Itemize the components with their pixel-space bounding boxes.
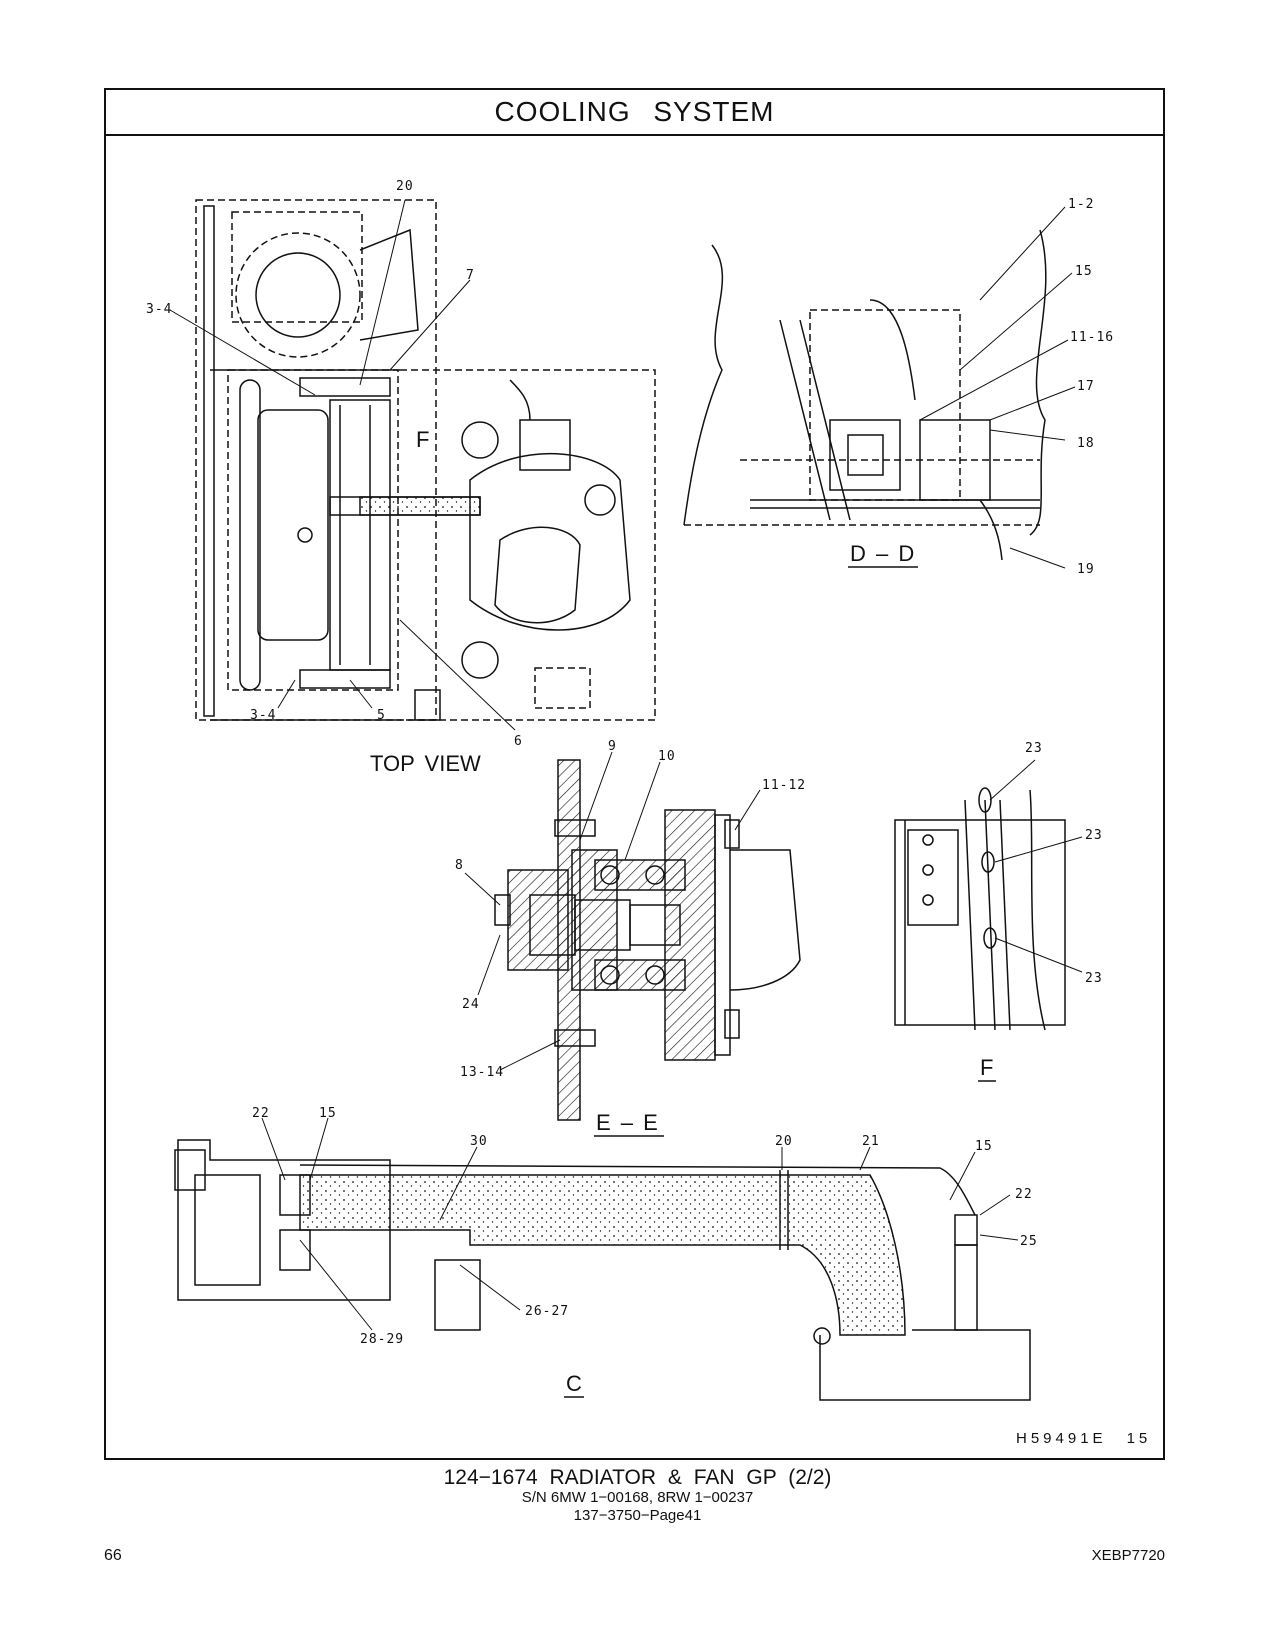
- footer-title: 124−1674 RADIATOR & FAN GP (2/2): [443, 1466, 832, 1489]
- callout-13-14: 13-14: [460, 1065, 504, 1080]
- callout-19: 19: [1077, 562, 1095, 577]
- callout-17: 17: [1077, 379, 1095, 394]
- callout-8: 8: [455, 858, 464, 873]
- callout-9: 9: [608, 739, 617, 754]
- f-view-drawing: [894, 787, 1066, 1031]
- callout-26-27: 26-27: [525, 1304, 569, 1319]
- view-title-f: F: [980, 1055, 993, 1080]
- callout-23-b: 23: [1085, 828, 1103, 843]
- ee-section-drawing: [494, 759, 801, 1121]
- callout-3-4-bottom: 3-4: [250, 708, 276, 723]
- callout-15-right: 15: [975, 1139, 993, 1154]
- callout-1-2: 1-2: [1068, 197, 1094, 212]
- view-title-e-e: E – E: [596, 1110, 658, 1135]
- callout-labels: 20 7 3-4 3-4 5 6 1-2 15 11-16 17 18 19 9…: [146, 179, 1114, 1347]
- callout-15-left: 15: [319, 1106, 337, 1121]
- callout-10: 10: [658, 749, 676, 764]
- callout-11-16: 11-16: [1070, 330, 1114, 345]
- callout-24: 24: [462, 997, 480, 1012]
- callout-22-right: 22: [1015, 1187, 1033, 1202]
- callout-20-c: 20: [775, 1134, 793, 1149]
- callout-30: 30: [470, 1134, 488, 1149]
- leader-lines: [169, 199, 1083, 1331]
- drawing-code: H59491E 15: [1016, 1430, 1151, 1447]
- callout-6: 6: [514, 734, 523, 749]
- view-marker-f: F: [416, 427, 429, 452]
- callout-5: 5: [377, 708, 386, 723]
- drawing-sheet: 15: [1126, 1430, 1152, 1447]
- callout-11-12: 11-12: [762, 778, 806, 793]
- page-title: COOLING SYSTEM: [106, 90, 1163, 136]
- document-id: XEBP7720: [1091, 1547, 1165, 1564]
- footer-serial-numbers: S/N 6MW 1−00168, 8RW 1−00237: [521, 1489, 754, 1506]
- drawing-code-id: H59491E: [1016, 1430, 1107, 1447]
- top-view-drawing: [195, 199, 656, 721]
- view-title-top-view: TOP VIEW: [370, 751, 481, 776]
- callout-15-dd: 15: [1075, 264, 1093, 279]
- callout-23-a: 23: [1025, 741, 1043, 756]
- callout-28-29: 28-29: [360, 1332, 404, 1347]
- callout-22-left: 22: [252, 1106, 270, 1121]
- callout-3-4-top: 3-4: [146, 302, 172, 317]
- callout-7: 7: [466, 268, 475, 283]
- callout-21: 21: [862, 1134, 880, 1149]
- page-number: 66: [104, 1547, 122, 1564]
- view-title-c: C: [566, 1371, 582, 1396]
- dd-view-drawing: [683, 229, 1047, 561]
- view-titles: TOP VIEW D – D E – E F C F: [370, 427, 996, 1398]
- callout-20-top: 20: [396, 179, 414, 194]
- c-view-drawing: [174, 1139, 1031, 1401]
- callout-23-c: 23: [1085, 971, 1103, 986]
- footer-page-ref: 137−3750−Page41: [573, 1507, 702, 1524]
- drawing-frame: COOLING SYSTEM: [104, 88, 1165, 1460]
- view-title-d-d: D – D: [850, 541, 914, 566]
- callout-25: 25: [1020, 1234, 1038, 1249]
- callout-18: 18: [1077, 436, 1095, 451]
